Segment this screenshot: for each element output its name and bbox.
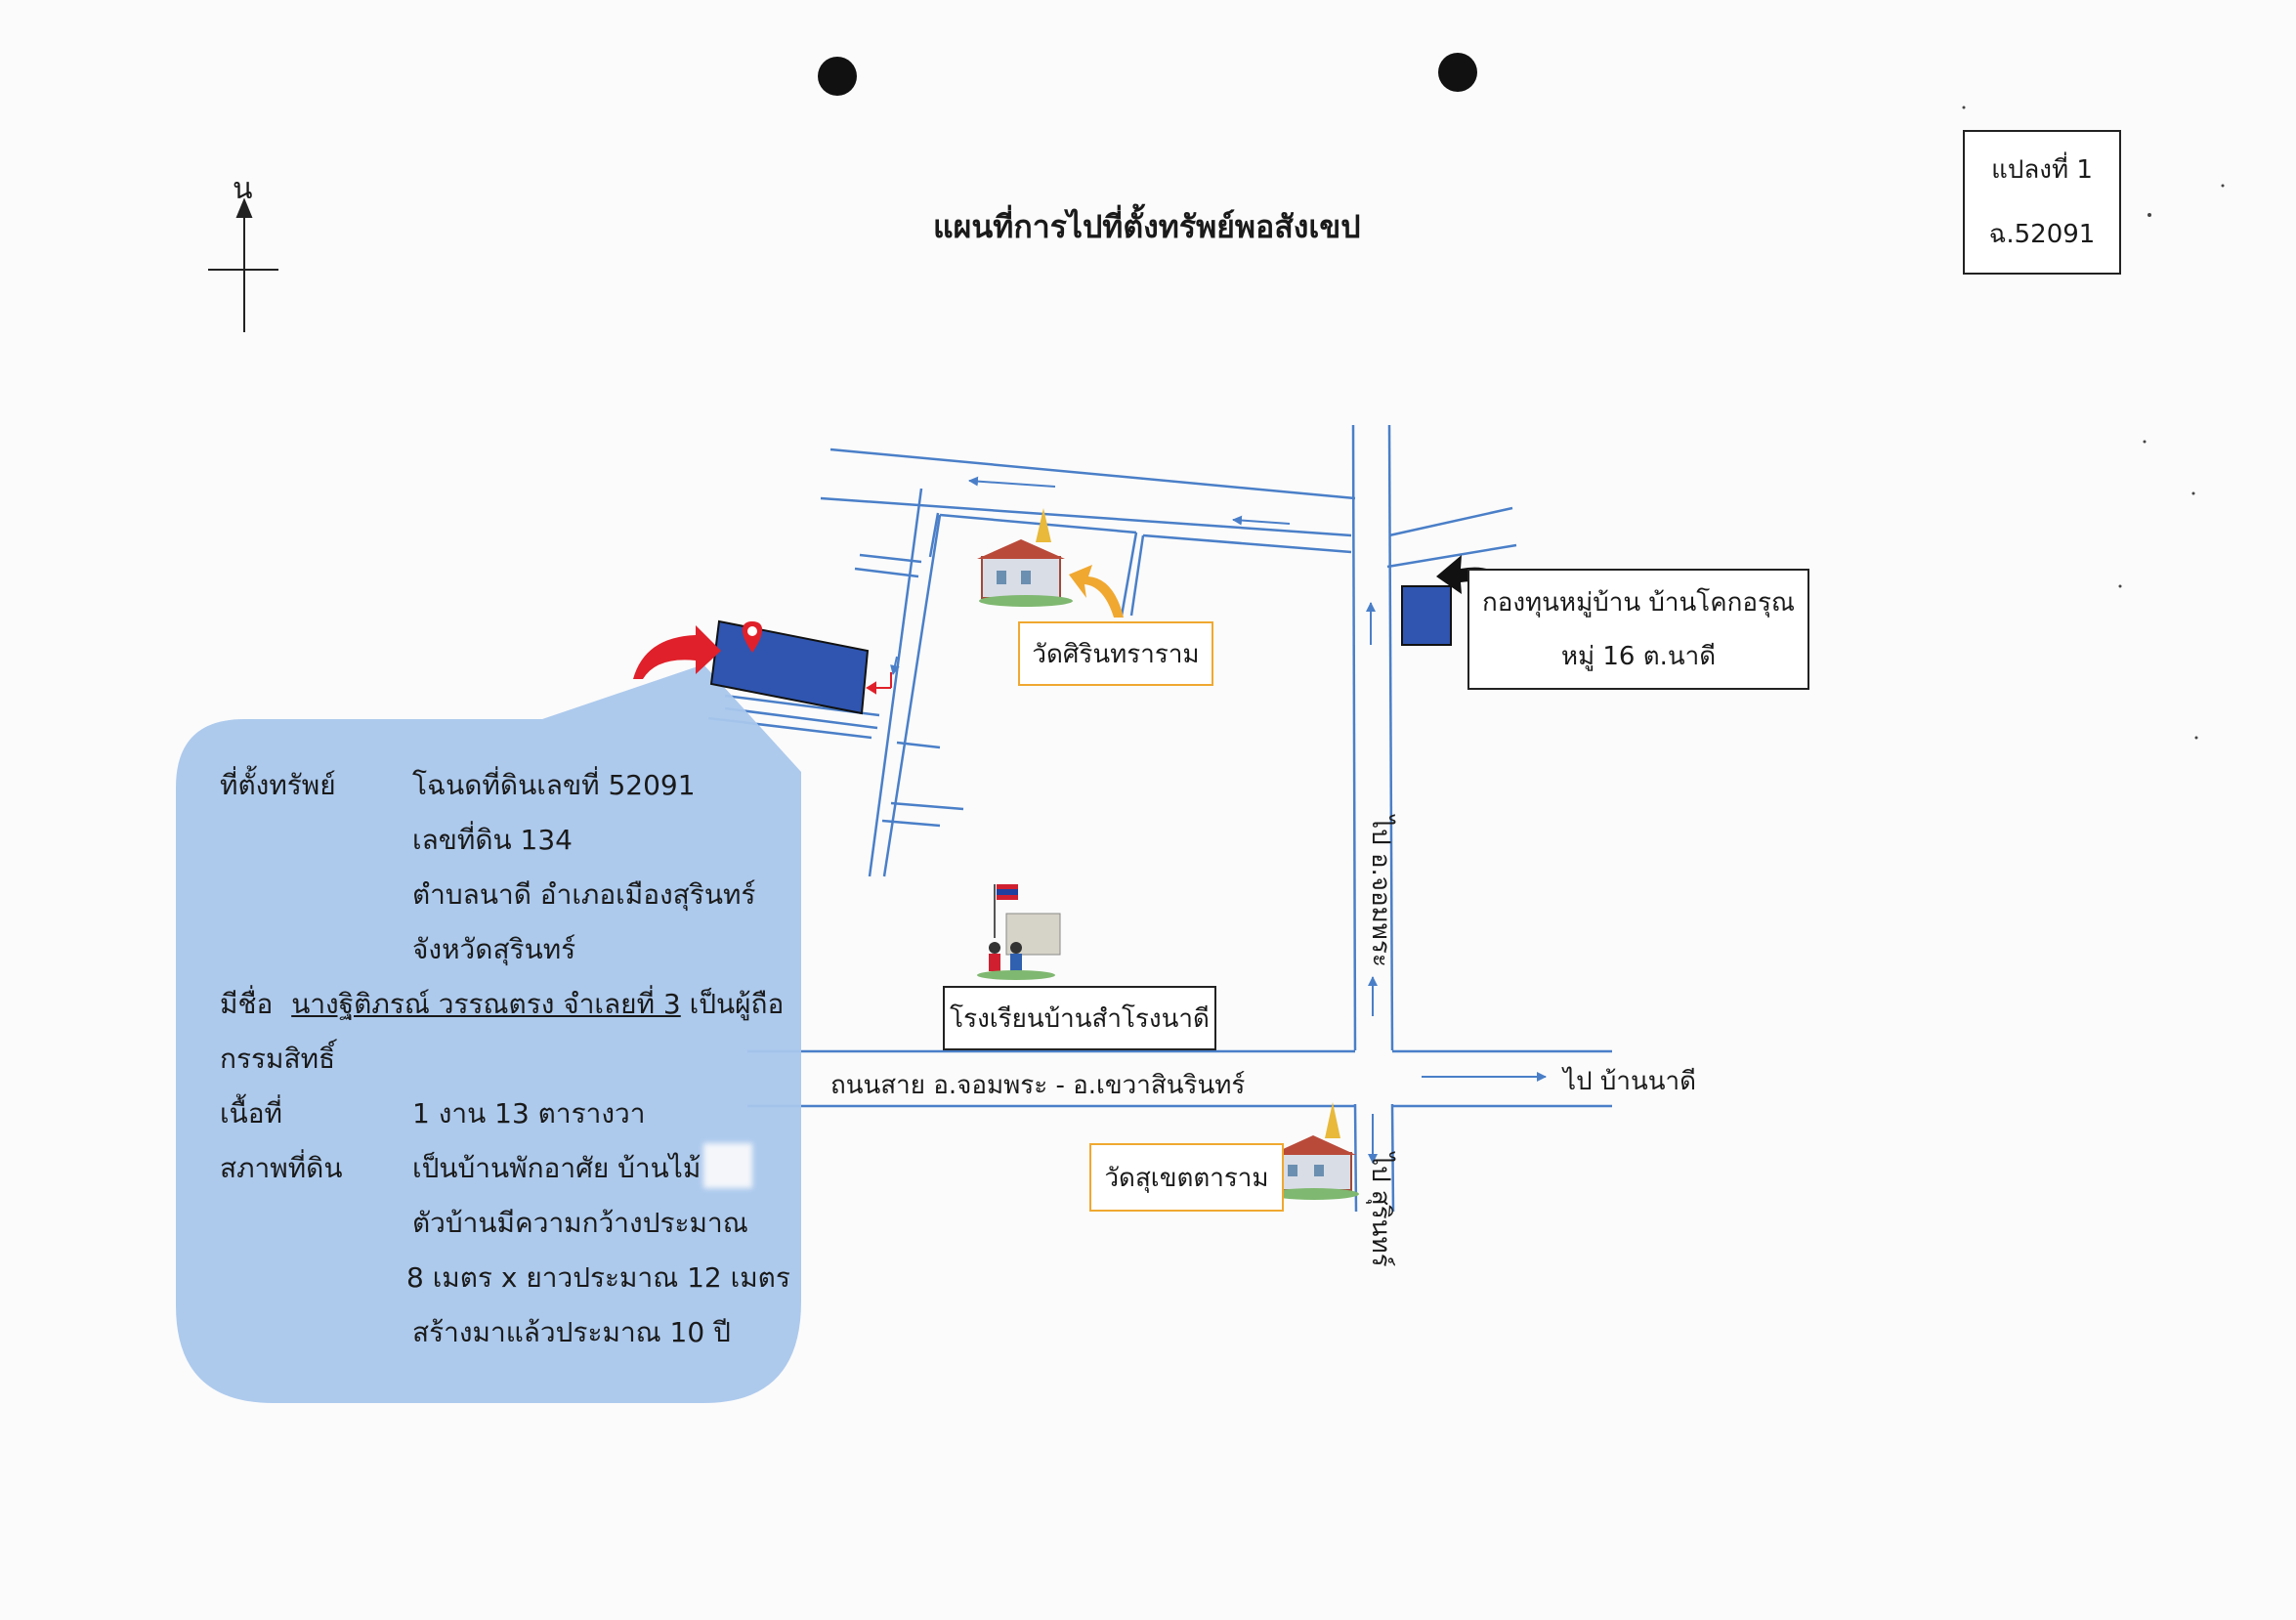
redaction-blur: [703, 1143, 752, 1188]
condition-line-2: ตัวบ้านมีความกว้างประมาณ: [412, 1207, 748, 1239]
condition-line-1: เป็นบ้านพักอาศัย บ้านไม้ 2: [412, 1152, 728, 1184]
condition-line-3: 8 เมตร x ยาวประมาณ 12 เมตร: [406, 1261, 790, 1294]
owner-name: นางฐิติภรณ์ วรรณตรง จำเลยที่ 3: [291, 988, 681, 1020]
owner-row: มีชื่อ นางฐิติภรณ์ วรรณตรง จำเลยที่ 3 เป…: [220, 983, 784, 1026]
village-fund-line2: หมู่ 16 ต.นาดี: [1560, 642, 1717, 671]
owner-suffix: เป็นผู้ถือ: [689, 988, 785, 1020]
main-road-label: ถนนสาย อ.จอมพระ - อ.เขวาสินรินทร์: [830, 1071, 1246, 1100]
temple-north-label: วัดศิรินทราราม: [1018, 621, 1213, 686]
punch-hole-right: [1438, 53, 1477, 92]
school-text: โรงเรียนบ้านสำโรงนาดี: [950, 1003, 1210, 1034]
north-arrow-icon: [208, 197, 278, 332]
location-line-2: เลขที่ดิน 134: [412, 824, 573, 856]
village-fund-line1: กองทุนหมู่บ้าน บ้านโคกอรุณ: [1481, 588, 1796, 618]
school-icon: [977, 884, 1061, 980]
red-curved-arrow-icon: [633, 625, 721, 679]
info-balloon-shape: [176, 664, 801, 1403]
temple-south-icon: [1269, 1102, 1359, 1200]
to-surin-label: ไป สุรินทร์: [1366, 1153, 1395, 1267]
owner-prefix: มีชื่อ: [220, 988, 274, 1020]
direction-arrows: [890, 476, 1547, 1164]
condition-line-4: สร้างมาแล้วประมาณ 10 ปี: [412, 1316, 731, 1348]
scan-specks: [1962, 106, 2225, 740]
temple-north-text: วัดศิรินทราราม: [1032, 639, 1200, 669]
location-line-1: โฉนดที่ดินเลขที่ 52091: [412, 769, 696, 801]
temple-south-text: วัดสุเขตตาราม: [1104, 1163, 1269, 1193]
location-line-3: ตำบลนาดี อำเภอเมืองสุรินทร์: [412, 878, 756, 911]
punch-hole-left: [818, 57, 857, 96]
village-fund-building: [1401, 585, 1452, 646]
small-red-arrow-icon: [866, 672, 892, 695]
orange-curved-arrow-icon: [1069, 565, 1124, 618]
condition-label: สภาพที่ดิน: [220, 1152, 343, 1184]
deed-number: ฉ.52091: [1988, 220, 2096, 249]
temple-icon: [977, 508, 1073, 607]
to-chom-phra-label: ไป อ.จอมพระ: [1366, 816, 1395, 967]
area-value: 1 งาน 13 ตารางวา: [412, 1097, 646, 1130]
page-title: แผนที่การไปที่ตั้งทรัพย์พอสังเขป: [933, 208, 1361, 245]
location-pin-icon: [742, 621, 763, 653]
location-label: ที่ตั้งทรัพย์: [220, 769, 336, 801]
plot-number-box: แปลงที่ 1 ฉ.52091: [1963, 130, 2121, 275]
location-line-4: จังหวัดสุรินทร์: [412, 933, 576, 965]
road-network: [707, 424, 1612, 1213]
area-label: เนื้อที่: [220, 1097, 282, 1130]
to-nadi-label: ไป บ้านนาดี: [1563, 1067, 1696, 1096]
plot-number: แปลงที่ 1: [1991, 155, 2093, 185]
school-label: โรงเรียนบ้านสำโรงนาดี: [943, 986, 1216, 1050]
owner-line-2: กรรมสิทธิ์: [220, 1043, 336, 1075]
temple-south-label: วัดสุเขตตาราม: [1089, 1143, 1284, 1212]
north-label: น: [233, 172, 253, 206]
village-fund-label: กองทุนหมู่บ้าน บ้านโคกอรุณ หมู่ 16 ต.นาด…: [1467, 569, 1809, 690]
